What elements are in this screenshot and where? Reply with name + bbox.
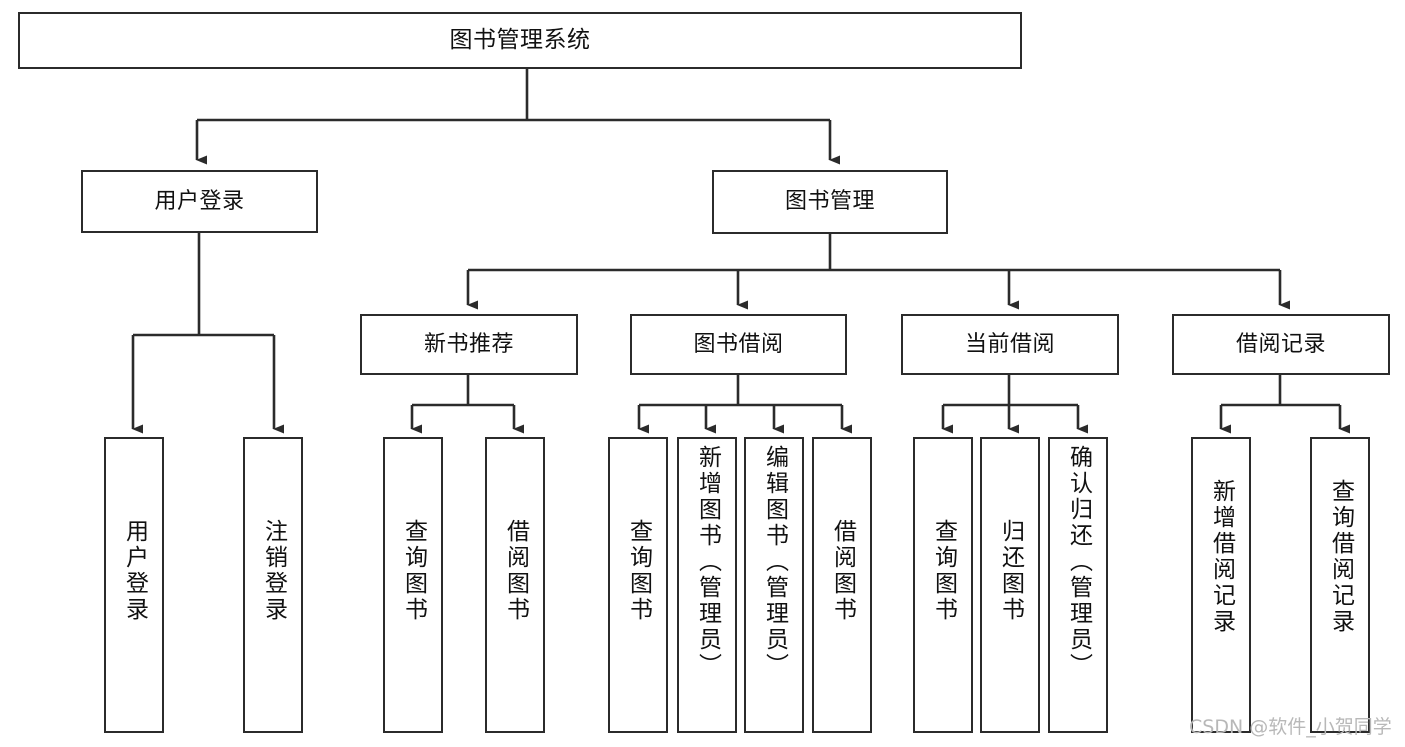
node-current-borrow[interactable]: 当前借阅 xyxy=(901,314,1119,375)
node-label: 新增图书（管理员） xyxy=(694,445,721,679)
node-leaf-edit-book-admin[interactable]: 编辑图书（管理员） xyxy=(744,437,804,733)
node-label: 查询图书 xyxy=(625,519,652,623)
node-label: 查询图书 xyxy=(400,519,427,623)
node-label: 归还图书 xyxy=(997,519,1024,623)
node-user-login[interactable]: 用户登录 xyxy=(81,170,318,233)
csdn-watermark: CSDN @软件_小贺同学 xyxy=(1189,716,1392,738)
node-new-book-recommend[interactable]: 新书推荐 xyxy=(360,314,578,375)
node-leaf-return-book[interactable]: 归还图书 xyxy=(980,437,1040,733)
node-leaf-borrow-book-new[interactable]: 借阅图书 xyxy=(485,437,545,733)
node-label: 注销登录 xyxy=(260,519,287,623)
node-book-borrow[interactable]: 图书借阅 xyxy=(630,314,847,375)
node-label: 用户登录 xyxy=(154,188,245,214)
node-leaf-logout[interactable]: 注销登录 xyxy=(243,437,303,733)
node-leaf-confirm-return-admin[interactable]: 确认归还（管理员） xyxy=(1048,437,1108,733)
node-leaf-user-login[interactable]: 用户登录 xyxy=(104,437,164,733)
node-leaf-query-book-new[interactable]: 查询图书 xyxy=(383,437,443,733)
node-leaf-query-book-current[interactable]: 查询图书 xyxy=(913,437,973,733)
node-book-management[interactable]: 图书管理 xyxy=(712,170,948,234)
node-label: 借阅记录 xyxy=(1235,331,1326,357)
node-leaf-query-borrow-record[interactable]: 查询借阅记录 xyxy=(1310,437,1370,733)
node-label: 图书借阅 xyxy=(693,331,784,357)
node-label: 新增借阅记录 xyxy=(1208,479,1235,635)
node-label: 借阅图书 xyxy=(502,519,529,623)
node-label: 当前借阅 xyxy=(964,331,1055,357)
node-label: 编辑图书（管理员） xyxy=(761,445,788,679)
node-label: 图书管理 xyxy=(784,189,875,215)
node-leaf-add-book-admin[interactable]: 新增图书（管理员） xyxy=(677,437,737,733)
node-label: 新书推荐 xyxy=(423,331,514,357)
node-leaf-borrow-book[interactable]: 借阅图书 xyxy=(812,437,872,733)
node-label: 查询借阅记录 xyxy=(1327,479,1354,635)
node-label: 用户登录 xyxy=(121,519,148,623)
node-root-book-management-system[interactable]: 图书管理系统 xyxy=(18,12,1022,69)
node-label: 查询图书 xyxy=(930,519,957,623)
node-borrow-record[interactable]: 借阅记录 xyxy=(1172,314,1390,375)
node-label: 图书管理系统 xyxy=(449,27,591,54)
node-label: 借阅图书 xyxy=(829,519,856,623)
node-leaf-query-book-borrow[interactable]: 查询图书 xyxy=(608,437,668,733)
node-leaf-add-borrow-record[interactable]: 新增借阅记录 xyxy=(1191,437,1251,733)
node-label: 确认归还（管理员） xyxy=(1065,445,1092,679)
